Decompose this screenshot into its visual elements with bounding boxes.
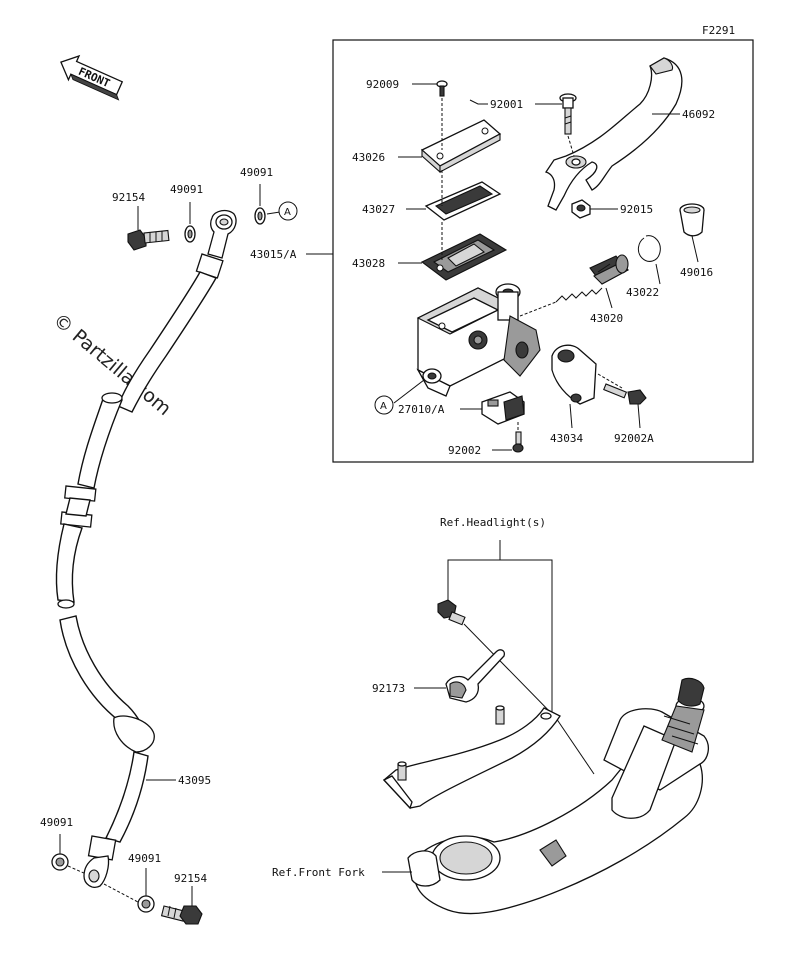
ref-headlight: Ref.Headlight(s) xyxy=(440,516,546,529)
part-label-43022: 43022 xyxy=(626,286,659,299)
clamp-43034 xyxy=(552,345,596,404)
brake-switch-27010A xyxy=(482,392,524,424)
part-label-92001: 92001 xyxy=(490,98,523,111)
reservoir-cap-43026 xyxy=(422,120,500,172)
washer-49091-top-1 xyxy=(185,226,195,242)
master-cylinder-body xyxy=(418,284,540,396)
part-label-92173: 92173 xyxy=(372,682,405,695)
clamp-92173 xyxy=(446,650,504,702)
steering-stem xyxy=(408,678,708,913)
part-label-92015: 92015 xyxy=(620,203,653,216)
part-label-92002A: 92002A xyxy=(614,432,654,445)
part-label-92002: 92002 xyxy=(448,444,481,457)
pivot-bolt-92001 xyxy=(560,94,576,134)
washer-49091-bottom-2 xyxy=(138,896,154,912)
ref-front-fork: Ref.Front Fork xyxy=(272,866,365,879)
piston-kit-43020 xyxy=(556,255,628,302)
dust-boot-49016 xyxy=(680,204,704,236)
banjo-bolt-92154-top xyxy=(128,230,169,250)
part-label-92154-top: 92154 xyxy=(112,191,145,204)
master-cylinder-inset-frame xyxy=(333,40,753,462)
headlight-bracket xyxy=(384,706,560,808)
bolt-92002A xyxy=(604,384,646,404)
part-label-49016: 49016 xyxy=(680,266,713,279)
part-label-92009: 92009 xyxy=(366,78,399,91)
callout-a-inset-label: A xyxy=(380,401,387,412)
part-label-43027: 43027 xyxy=(362,203,395,216)
part-label-43015A: 43015/A xyxy=(250,248,297,261)
figure-code: F2291 xyxy=(702,24,735,37)
part-label-49091-top-2: 49091 xyxy=(240,166,273,179)
circlip-43022 xyxy=(638,236,660,262)
screw-92009 xyxy=(437,81,447,96)
washer-49091-bottom-1 xyxy=(52,854,68,870)
banjo-bolt-92154-bottom xyxy=(162,906,202,924)
diaphragm-43028 xyxy=(422,234,506,280)
front-arrow-icon: FRONT xyxy=(56,50,129,101)
screw-92002 xyxy=(513,432,523,452)
part-label-49091-top-1: 49091 xyxy=(170,183,203,196)
washer-49091-top-2 xyxy=(255,208,265,224)
part-label-43020: 43020 xyxy=(590,312,623,325)
part-label-49091-bottom-1: 49091 xyxy=(40,816,73,829)
part-label-43095: 43095 xyxy=(178,774,211,787)
part-label-43034: 43034 xyxy=(550,432,583,445)
part-label-43026: 43026 xyxy=(352,151,385,164)
bolt-headlight-bracket xyxy=(438,600,465,625)
part-label-43028: 43028 xyxy=(352,257,385,270)
diaphragm-plate-43027 xyxy=(426,182,500,220)
callout-a-top-label: A xyxy=(284,207,291,218)
part-label-49091-bottom-2: 49091 xyxy=(128,852,161,865)
part-label-27010A: 27010/A xyxy=(398,403,445,416)
part-label-92154-bottom: 92154 xyxy=(174,872,207,885)
nut-92015 xyxy=(572,200,590,218)
part-label-46092: 46092 xyxy=(682,108,715,121)
